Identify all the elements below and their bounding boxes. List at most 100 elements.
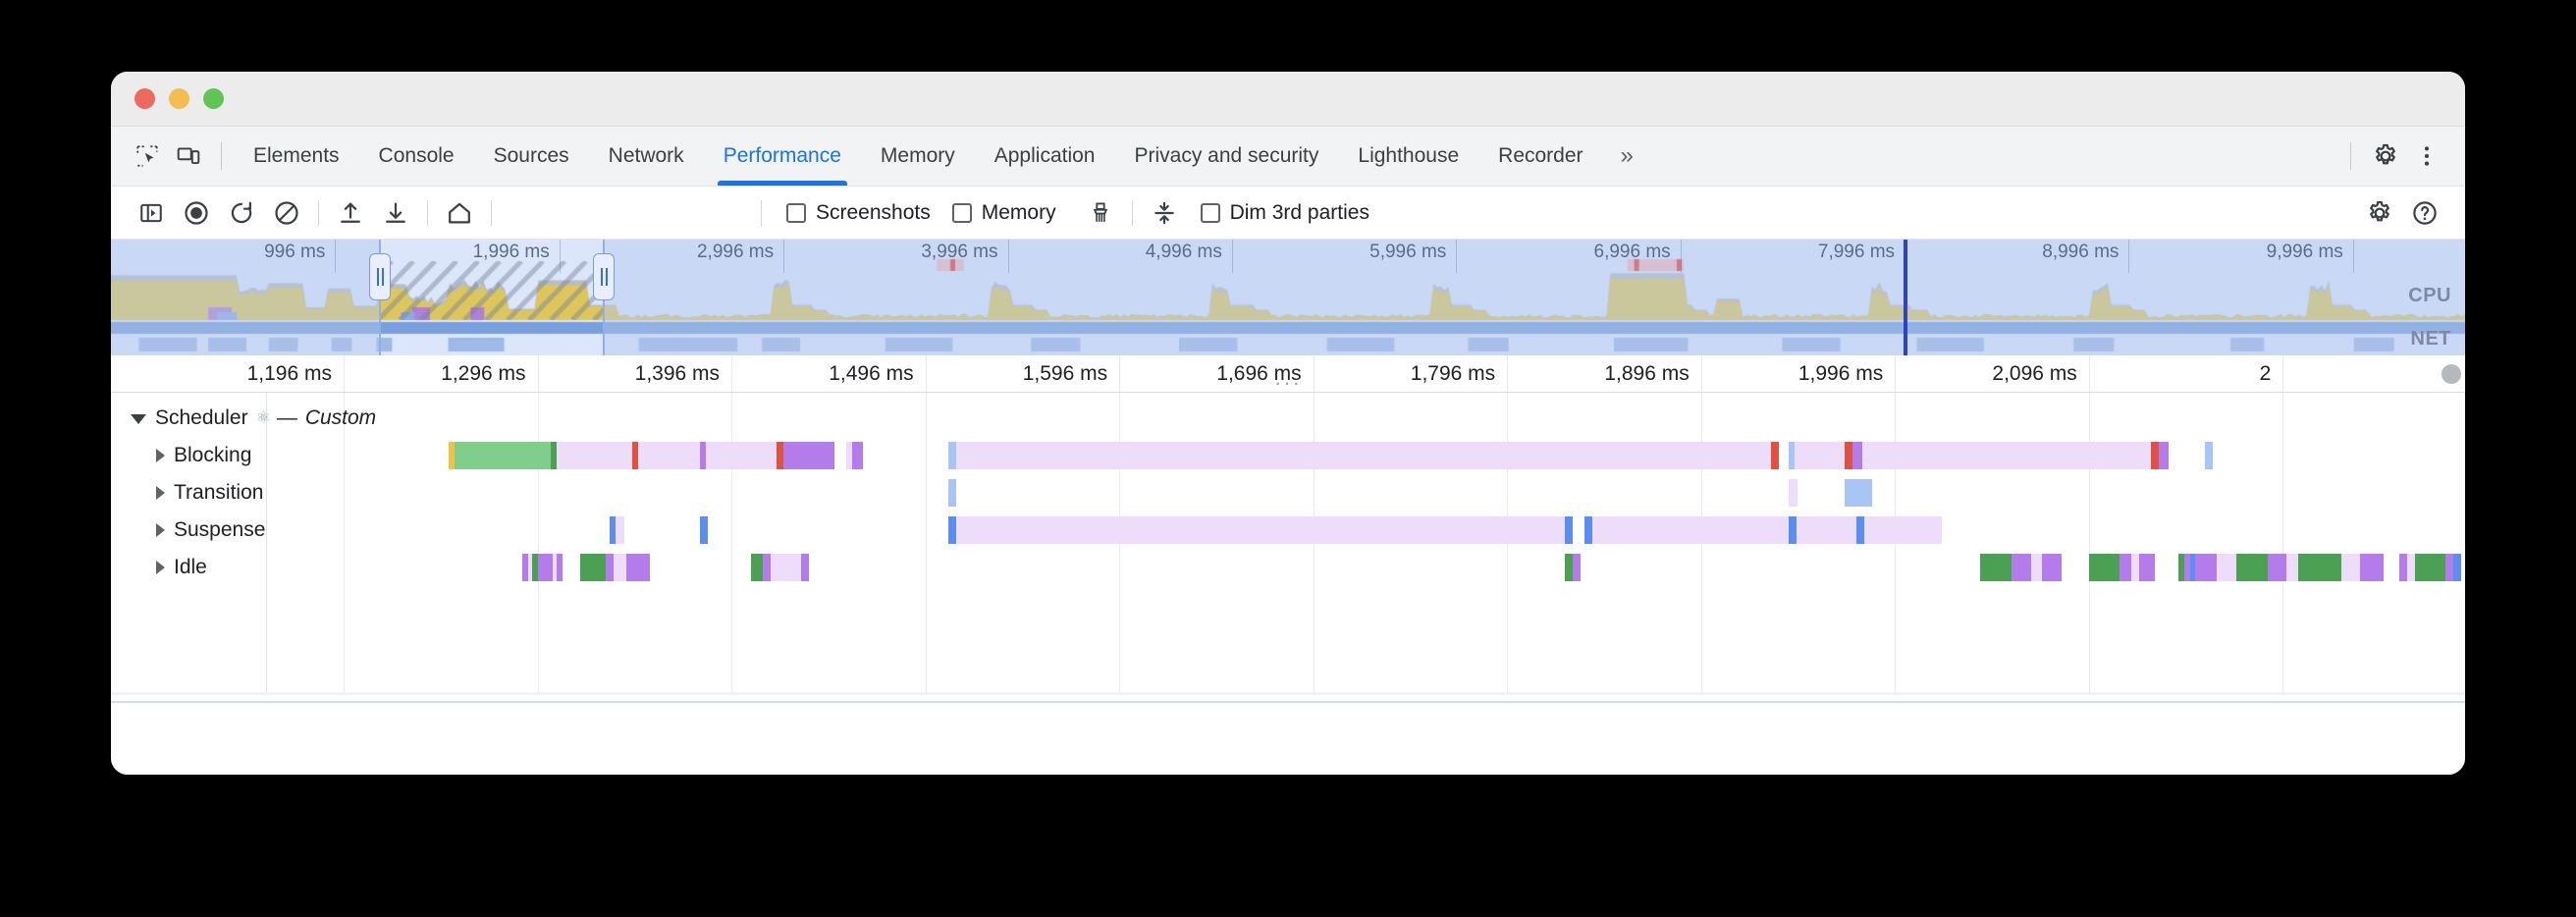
more-options-icon[interactable]	[2406, 135, 2447, 177]
more-tabs-button[interactable]: »	[1620, 142, 1634, 169]
flame-bar[interactable]	[956, 516, 1566, 544]
flame-bar[interactable]	[845, 442, 852, 469]
flame-bar[interactable]	[948, 442, 957, 469]
dim-3rd-parties-checkbox[interactable]: Dim 3rd parties	[1200, 201, 1369, 225]
chevron-right-icon[interactable]	[156, 486, 165, 500]
flame-bar[interactable]	[2360, 554, 2385, 581]
maximize-window-button[interactable]	[203, 88, 224, 109]
flame-bar[interactable]	[1788, 442, 1795, 469]
flame-bar[interactable]	[2139, 554, 2155, 581]
flame-bar[interactable]	[454, 442, 552, 469]
track-row-suspense[interactable]: Suspense	[111, 511, 2465, 550]
flame-bar[interactable]	[2131, 554, 2140, 581]
tab-performance[interactable]: Performance	[704, 127, 861, 186]
flame-chart[interactable]: Scheduler ⚛ — Custom Blocking Transition	[111, 393, 2465, 703]
flame-bar[interactable]	[527, 554, 532, 581]
flame-bar[interactable]	[1565, 554, 1574, 581]
device-toolbar-icon[interactable]	[168, 135, 209, 177]
flame-bar[interactable]	[580, 554, 606, 581]
chevron-right-icon[interactable]	[156, 449, 165, 462]
track-row-blocking[interactable]: Blocking	[111, 436, 2465, 475]
flame-bar[interactable]	[2205, 442, 2214, 469]
track-bars-transition[interactable]	[111, 479, 2465, 507]
garbage-collect-icon[interactable]	[1078, 192, 1123, 234]
tab-network[interactable]: Network	[608, 144, 684, 167]
tab-recorder[interactable]: Recorder	[1498, 144, 1583, 167]
track-group-scheduler[interactable]: Scheduler ⚛ — Custom	[111, 399, 2465, 438]
track-row-idle[interactable]: Idle	[111, 548, 2465, 587]
flame-bar[interactable]	[1788, 479, 1798, 507]
flame-bar[interactable]	[776, 442, 784, 469]
flame-bar[interactable]	[551, 442, 558, 469]
flame-bar[interactable]	[700, 516, 709, 544]
overview-resize-handle-left[interactable]	[369, 253, 392, 300]
reload-and-record-icon[interactable]	[219, 192, 264, 234]
flame-bar[interactable]	[1592, 516, 1942, 544]
track-bars-idle[interactable]	[111, 554, 2465, 581]
track-label-blocking[interactable]: Blocking	[156, 436, 251, 475]
flame-bar[interactable]	[750, 554, 763, 581]
flame-bar[interactable]	[2195, 554, 2218, 581]
flame-bar[interactable]	[2340, 554, 2361, 581]
flame-bar[interactable]	[557, 442, 633, 469]
flame-bar[interactable]	[1852, 442, 1862, 469]
flame-bar[interactable]	[1844, 442, 1852, 469]
tab-console[interactable]: Console	[378, 144, 455, 167]
memory-checkbox[interactable]: Memory	[951, 201, 1056, 225]
close-window-button[interactable]	[134, 88, 155, 109]
overview-resize-handle-right[interactable]	[593, 253, 616, 300]
upload-profile-icon[interactable]	[328, 192, 373, 234]
download-profile-icon[interactable]	[373, 192, 418, 234]
screenshots-checkbox-box[interactable]	[786, 202, 806, 223]
capture-settings-icon[interactable]	[2357, 192, 2402, 234]
screenshots-checkbox[interactable]: Screenshots	[786, 201, 931, 225]
flame-bar[interactable]	[2267, 554, 2287, 581]
tab-elements[interactable]: Elements	[253, 144, 340, 167]
tab-memory[interactable]: Memory	[880, 144, 955, 167]
flame-bar[interactable]	[706, 442, 777, 469]
chevron-down-icon[interactable]	[131, 414, 146, 424]
track-row-transition[interactable]: Transition	[111, 473, 2465, 512]
flame-bar[interactable]	[2120, 554, 2132, 581]
flame-bar[interactable]	[2177, 554, 2184, 581]
track-label-transition[interactable]: Transition	[156, 473, 263, 512]
flame-bar[interactable]	[2030, 554, 2043, 581]
home-icon[interactable]	[437, 192, 482, 234]
flame-bar[interactable]	[2286, 554, 2299, 581]
flame-bar[interactable]	[1565, 516, 1574, 544]
record-icon[interactable]	[174, 192, 219, 234]
collapse-rows-icon[interactable]	[1142, 192, 1187, 234]
flame-bar[interactable]	[557, 554, 564, 581]
flame-bar[interactable]	[2445, 554, 2454, 581]
chevron-right-icon[interactable]	[156, 523, 165, 537]
flame-bar[interactable]	[626, 554, 651, 581]
flame-bar[interactable]	[1770, 442, 1779, 469]
flame-bar[interactable]	[2189, 554, 2196, 581]
tab-application[interactable]: Application	[993, 144, 1096, 167]
track-label-idle[interactable]: Idle	[156, 548, 207, 587]
overview-dim-right[interactable]	[604, 240, 2465, 355]
track-bars-suspense[interactable]	[111, 516, 2465, 544]
flame-bar[interactable]	[638, 442, 701, 469]
flame-bar[interactable]	[2011, 554, 2031, 581]
flame-bar[interactable]	[2088, 554, 2120, 581]
toggle-sidebar-icon[interactable]	[129, 192, 174, 234]
memory-checkbox-box[interactable]	[951, 202, 972, 223]
flame-bar[interactable]	[793, 442, 834, 469]
inspect-element-icon[interactable]	[127, 135, 168, 177]
flame-bar[interactable]	[1844, 479, 1872, 507]
flame-bar[interactable]	[2406, 554, 2415, 581]
resize-handle-dots[interactable]: ···	[1274, 370, 1302, 395]
flame-bar[interactable]	[2235, 554, 2268, 581]
flame-bar[interactable]	[1584, 516, 1593, 544]
scheduler-group-header[interactable]: Scheduler ⚛ — Custom	[131, 399, 376, 438]
flame-bar[interactable]	[851, 442, 864, 469]
dim-3rd-parties-checkbox-box[interactable]	[1200, 202, 1220, 223]
track-bars-blocking[interactable]	[111, 442, 2465, 469]
flame-bar[interactable]	[531, 554, 538, 581]
flame-bar[interactable]	[615, 516, 625, 544]
flame-bar[interactable]	[762, 554, 771, 581]
flame-bar[interactable]	[770, 554, 802, 581]
